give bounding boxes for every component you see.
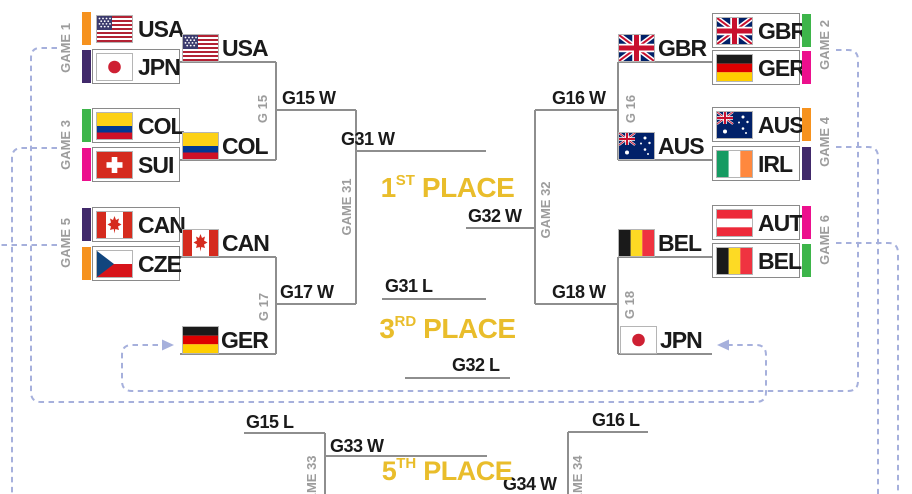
team-row-usa: USA: [92, 11, 185, 46]
flag-switzerland-icon: [96, 150, 133, 179]
advancer-code: BEL: [658, 230, 702, 256]
slot-g16-winner: G16 W: [552, 88, 606, 108]
team-row-jpn: JPN: [92, 49, 181, 84]
seed-bar: [802, 206, 811, 239]
advancer-code: JPN: [660, 327, 703, 353]
seed-bar: [82, 12, 91, 45]
team-row-bel: BEL: [712, 243, 802, 278]
flag-japan-icon: [620, 326, 657, 354]
team-row-cze: CZE: [92, 246, 182, 281]
flag-usa-icon: [182, 34, 219, 62]
advancer-code: USA: [222, 35, 269, 61]
seed-bar: [802, 108, 811, 141]
game6-label: GAME 6: [817, 215, 832, 265]
seed-bar: [802, 244, 811, 277]
seed-bar: [82, 208, 91, 241]
game1-label: GAME 1: [58, 23, 73, 73]
team-code: COL: [138, 112, 185, 139]
team-code: BEL: [758, 247, 802, 274]
seed-bar: [82, 109, 91, 142]
slot-g32-winner: G32 W: [468, 206, 522, 226]
advancer-code: AUS: [658, 133, 705, 159]
slot-g16-loser: G16 L: [592, 410, 640, 430]
seed-bar: [802, 14, 811, 47]
game32-label: GAME 32: [538, 181, 553, 239]
arrow-into-ger-icon: [162, 339, 174, 351]
g16-junction-label: G 16: [623, 94, 638, 124]
team-code: IRL: [758, 150, 793, 177]
advancer-code: GER: [221, 327, 269, 353]
flag-usa-icon: [96, 14, 133, 43]
slot-g33-winner: G33 W: [330, 436, 384, 456]
team-row-gbr: GBR: [712, 13, 807, 48]
team-code: CZE: [138, 250, 182, 277]
team-row-col: COL: [92, 108, 185, 143]
seed-bar: [802, 147, 811, 180]
team-row-aus: AUS: [712, 107, 805, 142]
flag-australia-icon: [618, 132, 655, 160]
team-row-aut: AUT: [712, 205, 803, 240]
flag-japan-icon: [96, 52, 133, 81]
flag-germany-icon: [182, 326, 219, 354]
flag-belgium-icon: [618, 229, 655, 257]
g18-junction-label: G 18: [622, 290, 637, 320]
flag-colombia-icon: [96, 111, 133, 140]
team-row-irl: IRL: [712, 146, 800, 181]
slot-g32-loser: G32 L: [452, 355, 500, 375]
g15-junction-label: G 15: [255, 94, 270, 124]
route-game3-loser-down: [11, 147, 57, 494]
slot-g34-winner: G34 W: [503, 474, 557, 494]
slot-g18-winner: G18 W: [552, 282, 606, 302]
flag-uk-icon: [716, 16, 753, 45]
seed-bar: [82, 50, 91, 83]
flag-colombia-icon: [182, 132, 219, 160]
team-code: SUI: [138, 151, 174, 178]
flag-canada-icon: [182, 229, 219, 257]
team-code: JPN: [138, 53, 181, 80]
team-row-ger: GER: [712, 50, 806, 85]
slot-g15-winner: G15 W: [282, 88, 336, 108]
team-code: CAN: [138, 211, 186, 238]
flag-uk-icon: [618, 34, 655, 62]
game4-label: GAME 4: [817, 117, 832, 167]
game2-label: GAME 2: [817, 20, 832, 70]
g17-junction-label: G 17: [256, 292, 271, 322]
team-row-sui: SUI: [92, 147, 180, 182]
advancer-code: COL: [222, 133, 269, 159]
flag-germany-icon: [716, 53, 753, 82]
flag-australia-icon: [716, 110, 753, 139]
advancer-code: GBR: [658, 35, 707, 61]
game5-label: GAME 5: [58, 218, 73, 268]
flag-czech-icon: [96, 249, 133, 278]
flag-belgium-icon: [716, 246, 753, 275]
flag-canada-icon: [96, 210, 133, 239]
slot-g31-winner: G31 W: [341, 129, 395, 149]
game31-label: GAME 31: [339, 178, 354, 236]
team-code: AUS: [758, 111, 805, 138]
team-code: USA: [138, 15, 185, 42]
seed-bar: [82, 247, 91, 280]
team-code: GBR: [758, 17, 807, 44]
advancer-code: CAN: [222, 230, 270, 256]
slot-g17-winner: G17 W: [280, 282, 334, 302]
flag-austria-icon: [716, 208, 753, 237]
arrow-into-jpn-icon: [717, 339, 729, 351]
slot-g31-loser: G31 L: [385, 276, 433, 296]
seed-bar: [802, 51, 811, 84]
team-code: GER: [758, 54, 806, 81]
route-game6-loser-down: [836, 242, 899, 494]
flag-ireland-icon: [716, 149, 753, 178]
slot-g15-loser: G15 L: [246, 412, 294, 432]
team-row-can: CAN: [92, 207, 186, 242]
game3-label: GAME 3: [58, 120, 73, 170]
seed-bar: [82, 148, 91, 181]
game34-label: GAME 34: [570, 455, 585, 494]
route-game4-loser-down: [836, 146, 879, 494]
team-code: AUT: [758, 209, 803, 236]
game33-label: GAME 33: [304, 455, 319, 494]
